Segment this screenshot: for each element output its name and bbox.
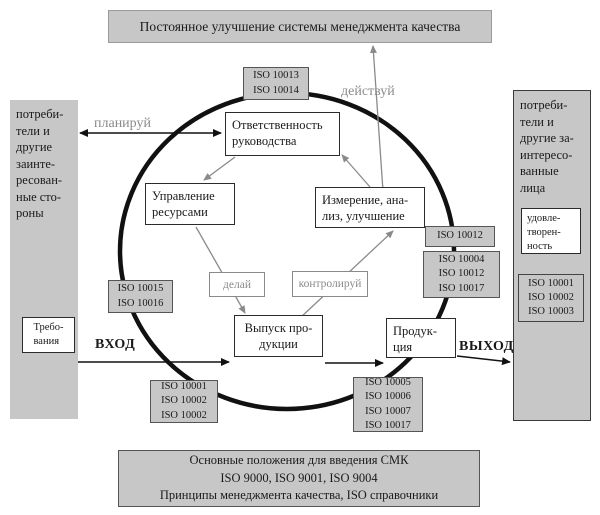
measurement-analysis-box: Измерение, ана- лиз, улучшение [315,187,425,228]
arrow-resources-to-realization [195,226,246,314]
management-responsibility-box: Ответственность руководства [225,112,340,156]
continual-improvement-text: Постоянное улучшение системы менеджмента… [139,18,461,34]
check-label-box: контролируй [292,271,368,297]
smk-foundations-banner: Основные положения для введения СМК ISO … [118,450,480,507]
product-realization-box: Выпуск про- дукции [234,315,323,357]
satisfaction-box: удовле- творен- ность [521,208,581,254]
resource-management-box: Управление ресурсами [145,183,235,225]
right-stakeholders-panel: потреби- тели и другие за- интересо- ван… [513,90,591,421]
requirements-box: Требо- вания [22,317,75,353]
arrow-management-to-resources [203,156,236,181]
input-label: ВХОД [95,337,136,352]
arrow-measurement-to-management [341,154,371,188]
plan-label: планируй [94,116,151,131]
arrow-output [456,355,511,366]
arrow-measurement-to-improvement-banner [369,45,384,192]
continual-improvement-banner: Постоянное улучшение системы менеджмента… [108,10,492,43]
product-box: Продук- ция [386,318,456,358]
iso-box-top: ISO 10013 ISO 10014 [243,67,309,100]
iso-box-right-large: ISO 10004 ISO 10012 ISO 10017 [423,251,500,298]
iso-box-left: ISO 10015 ISO 10016 [108,280,173,313]
do-label-box: делай [209,272,265,297]
act-label: действуй [341,84,395,99]
iso-box-bottom-right: ISO 10005 ISO 10006 ISO 10007 ISO 10017 [353,377,423,432]
iso-box-right-small: ISO 10012 [425,226,495,247]
left-stakeholders-panel: потреби- тели и другие заинте- ресован- … [10,100,78,419]
iso-box-bottom-left: ISO 10001 ISO 10002 ISO 10002 [150,380,218,423]
iso-box-right-panel: ISO 10001 ISO 10002 ISO 10003 [518,274,584,322]
output-label: ВЫХОД [459,339,514,354]
